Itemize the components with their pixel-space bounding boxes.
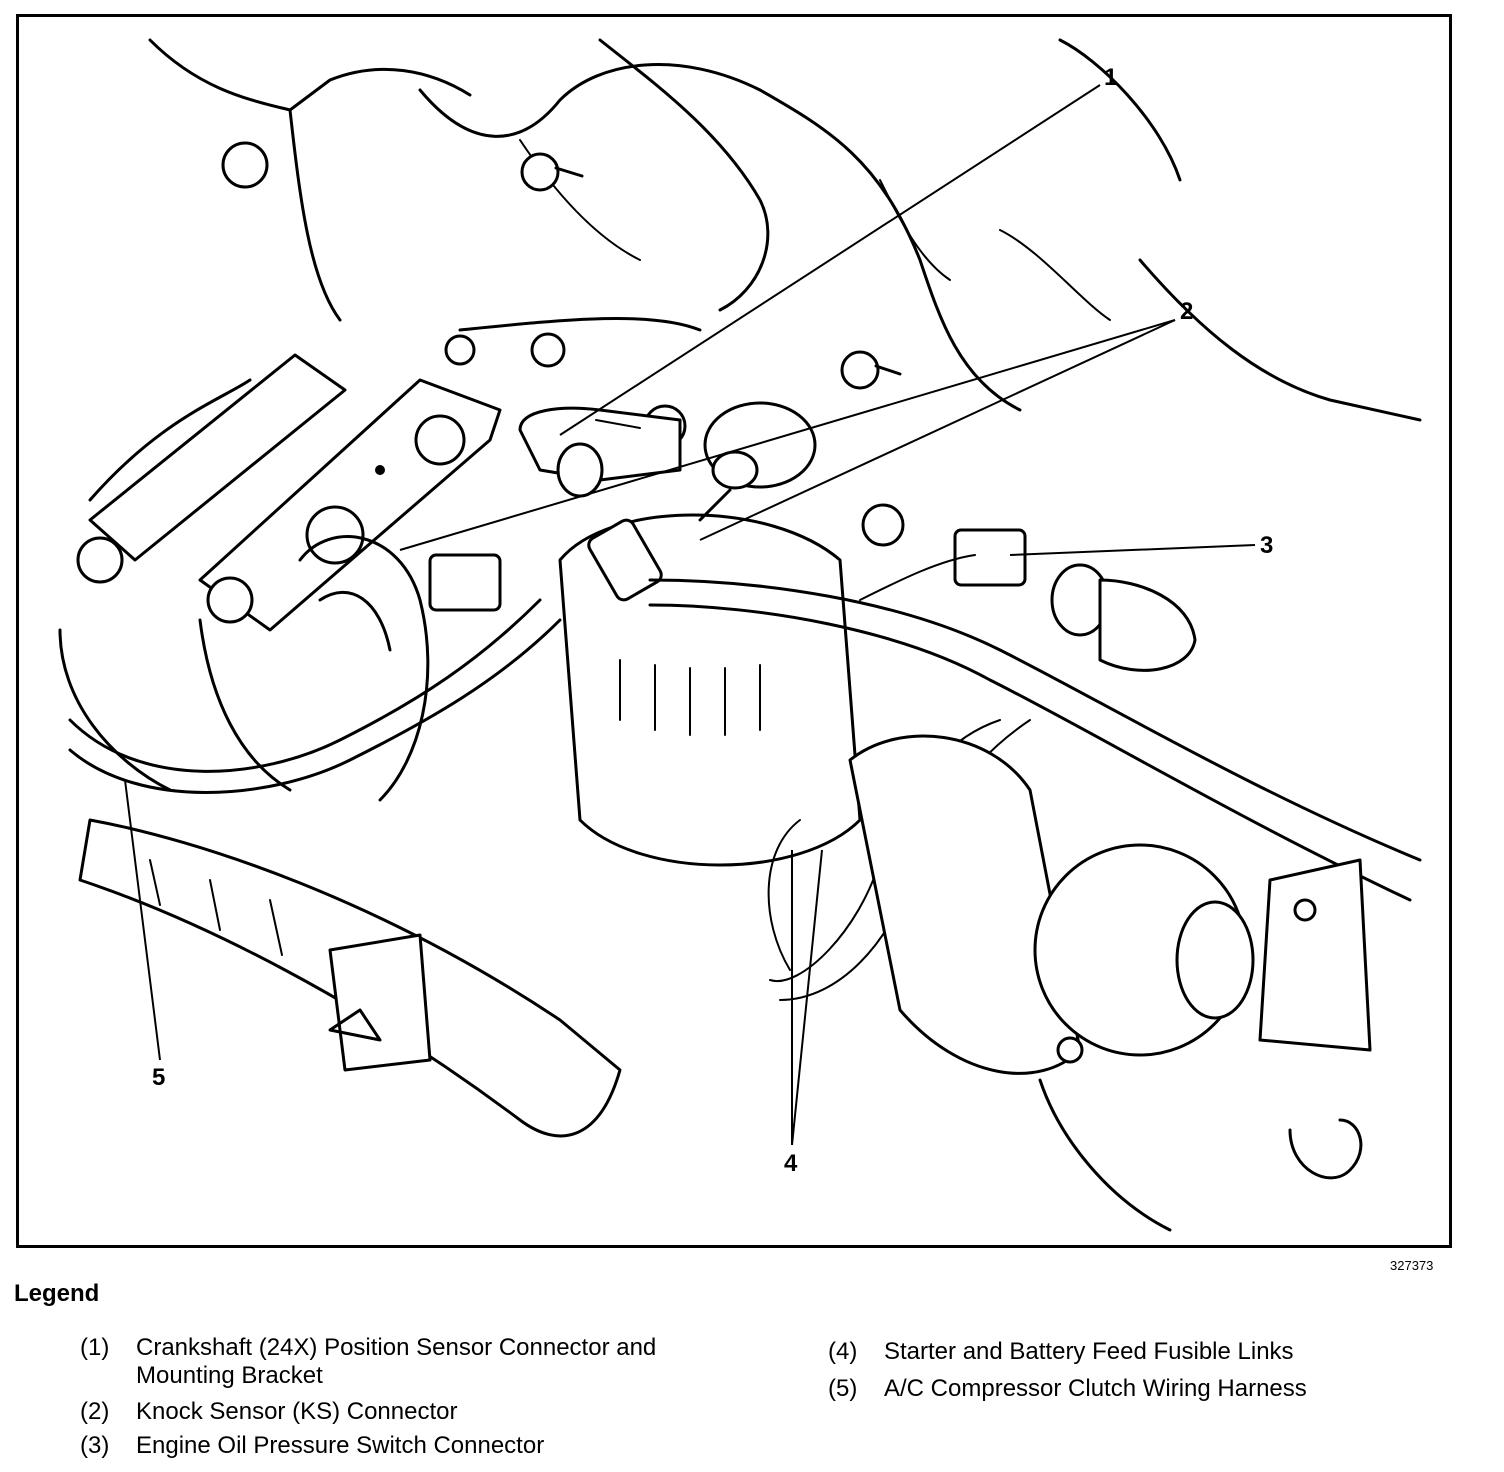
pulley: [198, 535, 430, 802]
legend-item-number: (3): [80, 1432, 110, 1459]
legend-item-text: A/C Compressor Clutch Wiring Harness: [884, 1375, 1307, 1402]
legend-item-number: (1): [80, 1334, 110, 1361]
legend-item-number: (5): [828, 1375, 858, 1402]
legend-item-text: Engine Oil Pressure Switch Connector: [136, 1432, 545, 1459]
connectors: [428, 518, 1197, 672]
lower-tube: [78, 818, 622, 1138]
callout-4: 4: [784, 1150, 798, 1177]
callout-3: 3: [1260, 532, 1274, 559]
crankshaft-sensor-bracket: [518, 406, 682, 498]
leader-lines: [124, 84, 1256, 1146]
figure-frame: [16, 14, 1452, 1248]
callout-2: 2: [1180, 298, 1194, 325]
legend-item-number: (2): [80, 1398, 110, 1425]
starter-motor: [848, 734, 1372, 1232]
engine-block-outline: [148, 38, 1422, 422]
callout-5: 5: [152, 1064, 166, 1091]
legend-item-text: Starter and Battery Feed Fusible Links: [884, 1338, 1294, 1365]
legend-title: Legend: [14, 1280, 100, 1307]
callout-1: 1: [1104, 64, 1118, 91]
knock-sensor-body: [698, 401, 817, 522]
left-brackets: [58, 353, 502, 792]
legend-item-number: (4): [828, 1338, 858, 1365]
oil-filter: [558, 513, 862, 867]
figure-id: 327373: [1390, 1258, 1434, 1273]
legend-item-text: Knock Sensor (KS) Connector: [136, 1398, 458, 1425]
legend-item-text: Crankshaft (24X) Position Sensor Connect…: [136, 1334, 657, 1389]
